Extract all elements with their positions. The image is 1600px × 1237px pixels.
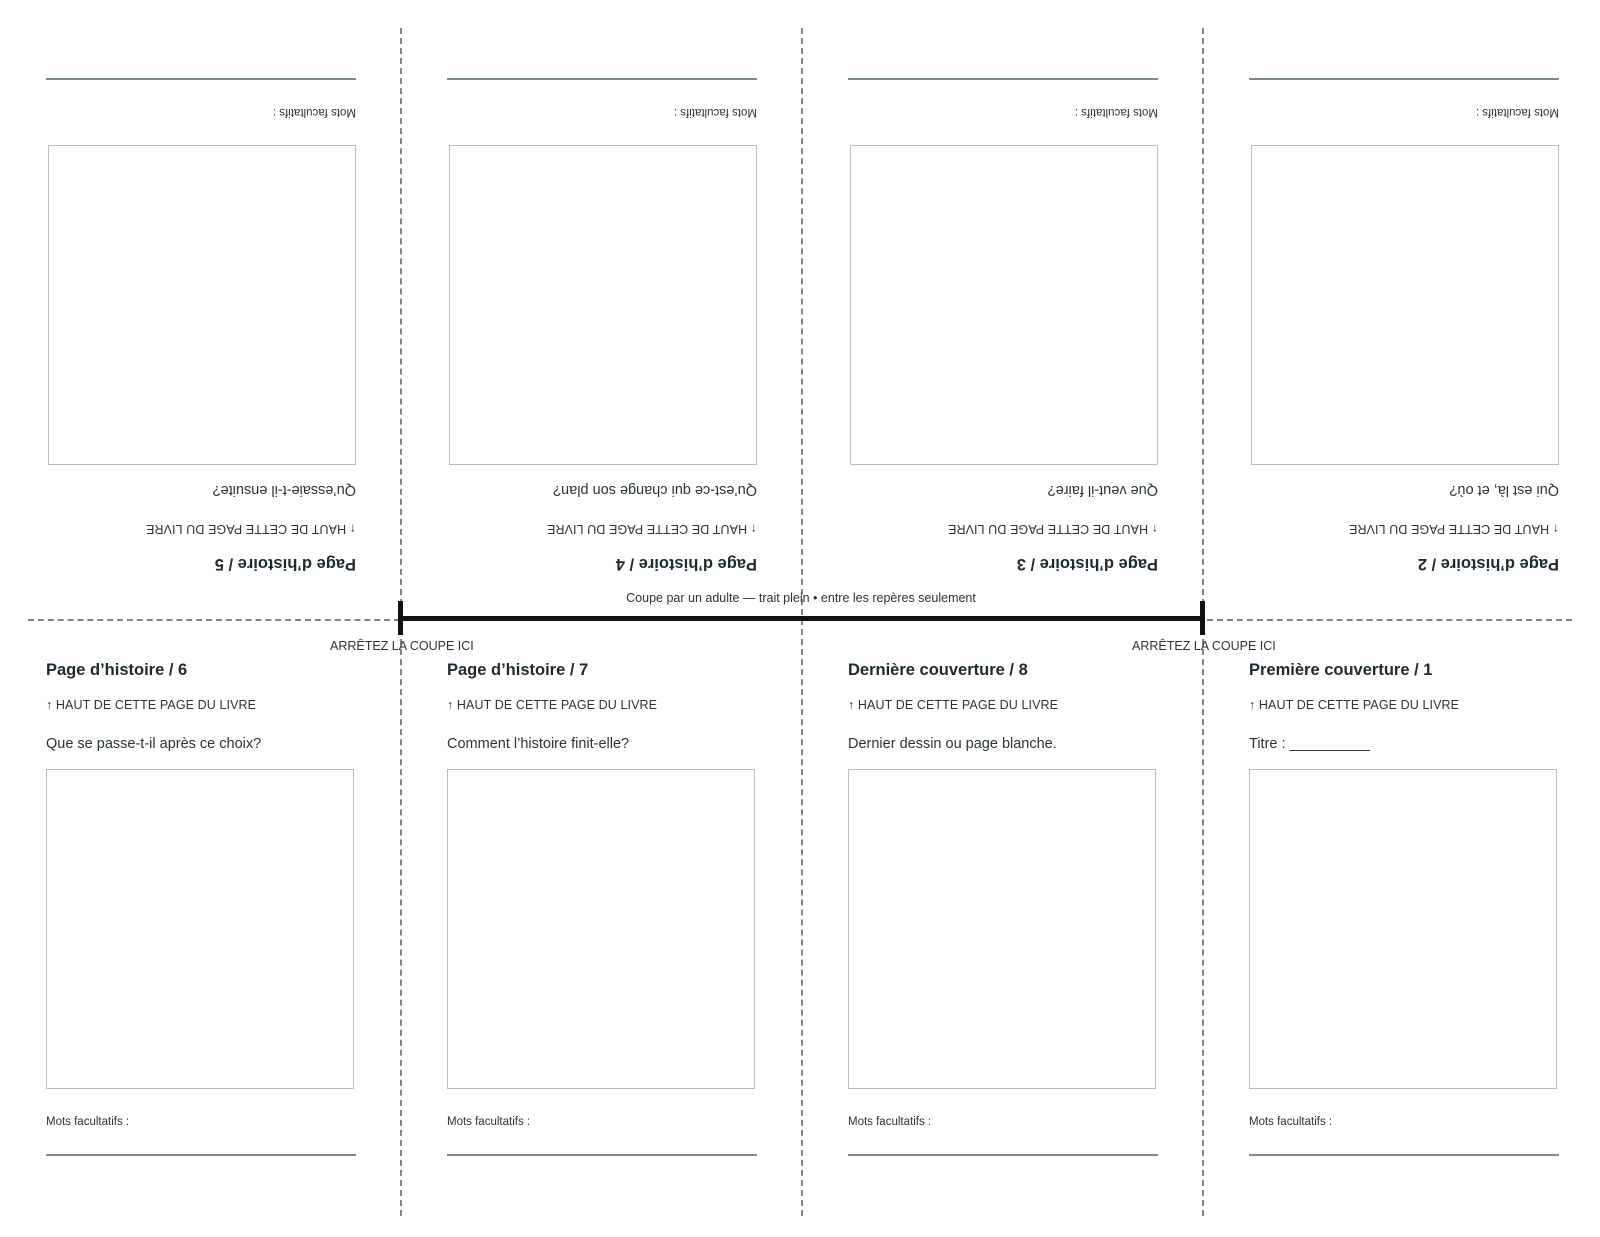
page-prompt: Que veut-il faire? (1047, 482, 1158, 498)
fold-line-horizontal-right (1207, 619, 1572, 621)
top-of-page-label: ↑ HAUT DE CETTE PAGE DU LIVRE (1348, 522, 1559, 536)
top-of-page-label: ↑ HAUT DE CETTE PAGE DU LIVRE (947, 522, 1158, 536)
optional-words-label: Mots facultatifs : (1074, 106, 1158, 118)
top-of-page-label: ↑ HAUT DE CETTE PAGE DU LIVRE (546, 522, 757, 536)
fold-line-horizontal-left (28, 619, 400, 621)
page-title: Première couverture / 1 (1249, 661, 1433, 679)
top-of-page-label: ↑ HAUT DE CETTE PAGE DU LIVRE (848, 698, 1059, 712)
page-prompt: Qu’essaie-t-il ensuite? (212, 482, 356, 498)
page-prompt: Comment l’histoire finit-elle? (447, 736, 630, 752)
stop-cut-label-left: ARRÊTEZ LA COUPE ICI (330, 639, 474, 653)
drawing-box[interactable] (48, 145, 356, 465)
optional-words-label: Mots facultatifs : (1475, 106, 1559, 118)
writing-line[interactable] (447, 78, 757, 80)
book-page-2: Page d’histoire / 2 ↑ HAUT DE CETTE PAGE… (1249, 63, 1559, 573)
top-of-page-label: ↑ HAUT DE CETTE PAGE DU LIVRE (1249, 698, 1460, 712)
drawing-box[interactable] (850, 145, 1158, 465)
book-page-4: Page d’histoire / 4 ↑ HAUT DE CETTE PAGE… (447, 63, 757, 573)
writing-line[interactable] (46, 78, 356, 80)
drawing-box[interactable] (848, 769, 1156, 1089)
writing-line[interactable] (848, 1154, 1158, 1156)
page-prompt: Qui est là, et où? (1449, 482, 1559, 498)
top-of-page-label: ↑ HAUT DE CETTE PAGE DU LIVRE (447, 698, 658, 712)
page-prompt: Dernier dessin ou page blanche. (848, 736, 1057, 752)
drawing-box[interactable] (449, 145, 757, 465)
page-title: Page d’histoire / 2 (1417, 555, 1559, 573)
writing-line[interactable] (1249, 78, 1559, 80)
page-title: Page d’histoire / 6 (46, 661, 188, 679)
stop-cut-label-right: ARRÊTEZ LA COUPE ICI (1132, 639, 1276, 653)
optional-words-label: Mots facultatifs : (1249, 1116, 1333, 1128)
page-title: Page d’histoire / 3 (1016, 555, 1158, 573)
writing-line[interactable] (848, 78, 1158, 80)
book-page-7: Page d’histoire / 7 ↑ HAUT DE CETTE PAGE… (447, 661, 757, 1171)
page-title: Page d’histoire / 7 (447, 661, 589, 679)
page-title: Page d’histoire / 4 (615, 555, 757, 573)
page-title: Dernière couverture / 8 (848, 661, 1028, 679)
drawing-box[interactable] (447, 769, 755, 1089)
optional-words-label: Mots facultatifs : (673, 106, 757, 118)
cut-stop-mark-left (398, 601, 403, 635)
cut-stop-mark-right (1200, 601, 1205, 635)
writing-line[interactable] (447, 1154, 757, 1156)
fold-line-vertical-2 (801, 28, 803, 1216)
page-title: Page d’histoire / 5 (214, 555, 356, 573)
book-page-5: Page d’histoire / 5 ↑ HAUT DE CETTE PAGE… (46, 63, 356, 573)
writing-line[interactable] (46, 1154, 356, 1156)
optional-words-label: Mots facultatifs : (848, 1116, 932, 1128)
back-cover-8: Dernière couverture / 8 ↑ HAUT DE CETTE … (848, 661, 1158, 1171)
drawing-box[interactable] (46, 769, 354, 1089)
page-prompt: Qu’est-ce qui change son plan? (553, 482, 757, 498)
front-cover-1: Première couverture / 1 ↑ HAUT DE CETTE … (1249, 661, 1559, 1171)
top-of-page-label: ↑ HAUT DE CETTE PAGE DU LIVRE (145, 522, 356, 536)
drawing-box[interactable] (1251, 145, 1559, 465)
page-prompt: Que se passe-t-il après ce choix? (46, 736, 262, 752)
cut-instruction: Coupe par un adulte — trait plein • entr… (626, 591, 976, 605)
book-page-6: Page d’histoire / 6 ↑ HAUT DE CETTE PAGE… (46, 661, 356, 1171)
optional-words-label: Mots facultatifs : (447, 1116, 531, 1128)
drawing-box[interactable] (1249, 769, 1557, 1089)
page-prompt: Titre : __________ (1249, 736, 1371, 752)
writing-line[interactable] (1249, 1154, 1559, 1156)
book-page-3: Page d’histoire / 3 ↑ HAUT DE CETTE PAGE… (848, 63, 1158, 573)
top-of-page-label: ↑ HAUT DE CETTE PAGE DU LIVRE (46, 698, 257, 712)
optional-words-label: Mots facultatifs : (46, 1116, 130, 1128)
cut-line (400, 616, 1202, 621)
optional-words-label: Mots facultatifs : (272, 106, 356, 118)
